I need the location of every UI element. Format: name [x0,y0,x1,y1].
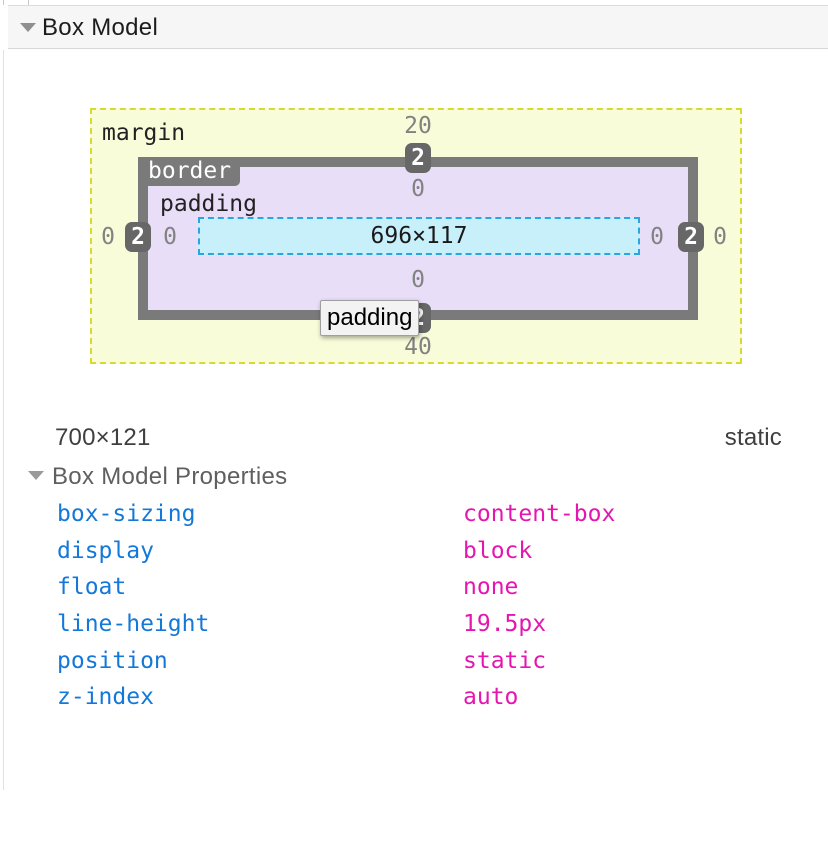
property-value: block [463,537,533,564]
content-region[interactable]: 696×117 [198,217,640,255]
property-name: float [57,574,127,601]
property-value: content-box [463,501,616,528]
property-value: 19.5px [463,611,547,638]
disclosure-triangle-icon[interactable] [28,471,44,480]
padding-top-value[interactable]: 0 [411,176,425,202]
padding-right-value[interactable]: 0 [650,224,664,250]
element-dimensions: 700×121 [55,424,151,451]
border-label: border [139,158,241,186]
padding-left-value[interactable]: 0 [163,224,177,250]
border-top-value[interactable]: 2 [405,143,431,173]
property-row: float none [0,569,828,606]
properties-section-title: Box Model Properties [52,463,288,490]
margin-left-value[interactable]: 0 [101,224,115,250]
property-row: box-sizing content-box [0,496,828,533]
property-value: none [463,574,519,601]
panel-left-border [3,50,4,790]
margin-label: margin [102,120,186,146]
section-title: Box Model [42,14,159,41]
property-name: line-height [57,611,210,638]
top-divider [3,0,4,5]
property-name: display [57,537,154,564]
box-model-section-header[interactable]: Box Model [8,5,828,49]
border-right-value[interactable]: 2 [678,222,704,252]
property-name: box-sizing [57,501,196,528]
property-value: auto [463,684,519,711]
property-value: static [463,647,547,674]
padding-bottom-value[interactable]: 0 [411,267,425,293]
border-left-value[interactable]: 2 [125,222,151,252]
margin-bottom-value[interactable]: 40 [404,334,432,360]
margin-right-value[interactable]: 0 [713,224,727,250]
property-row: display block [0,533,828,570]
margin-top-value[interactable]: 20 [404,113,432,139]
properties-list: box-sizing content-box display block flo… [0,496,828,716]
disclosure-triangle-icon[interactable] [20,23,36,32]
property-name: position [57,647,168,674]
property-row: line-height 19.5px [0,606,828,643]
property-row: z-index auto [0,679,828,716]
padding-label: padding [160,191,257,217]
top-divider [28,0,29,5]
padding-tooltip: padding [320,300,420,336]
property-name: z-index [57,684,154,711]
content-dimensions[interactable]: 696×117 [370,223,468,249]
element-position: static [724,424,782,451]
property-row: position static [0,642,828,679]
